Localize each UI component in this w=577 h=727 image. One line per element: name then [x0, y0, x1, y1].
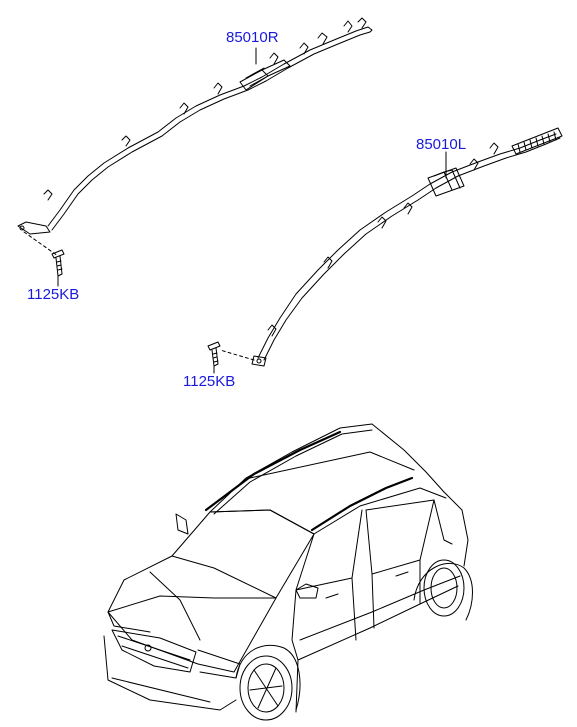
bolt-left-icon — [207, 341, 221, 367]
car-illustration — [103, 423, 473, 721]
part-label-85010L: 85010L — [416, 136, 467, 153]
part-label-85010R: 85010R — [226, 29, 279, 46]
bolt-right-icon — [51, 249, 65, 277]
curtain-airbag-left — [219, 127, 563, 367]
part-label-1125KB-right: 1125KB — [27, 286, 80, 303]
part-label-1125KB-left: 1125KB — [183, 373, 236, 390]
curtain-airbag-right — [17, 17, 373, 257]
